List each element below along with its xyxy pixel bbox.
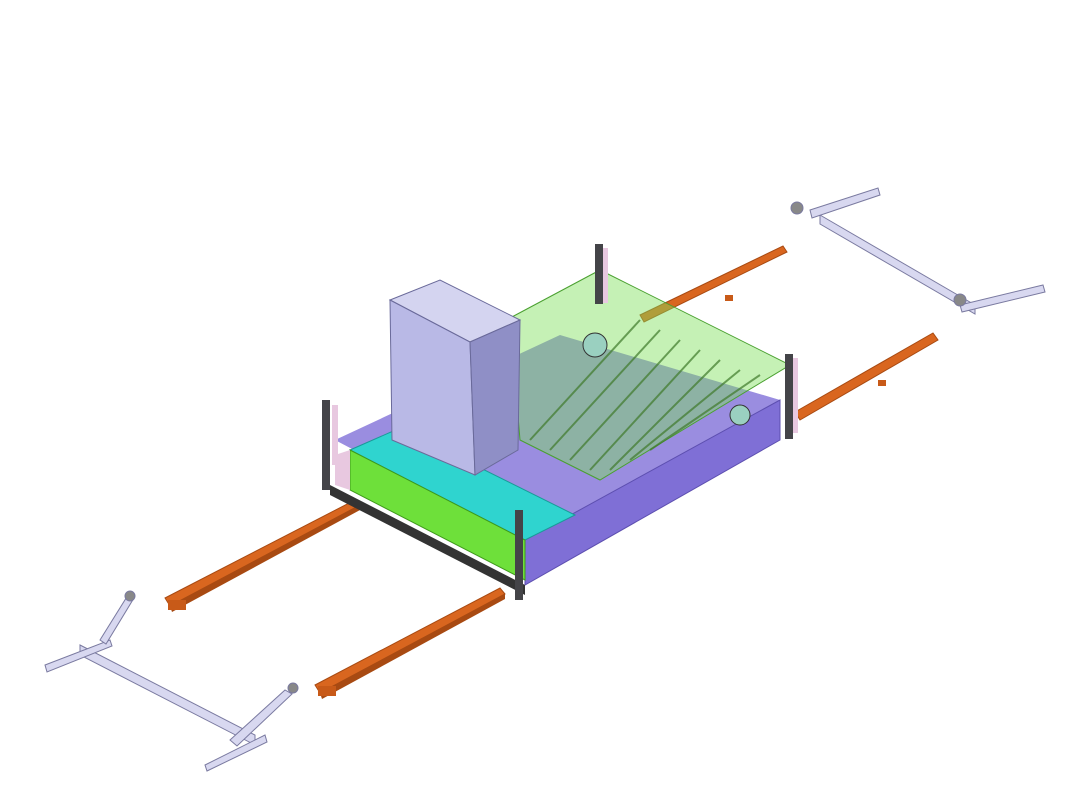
corner-posts [322,244,798,600]
rail-left-front [164,499,361,612]
stand-left [44,590,299,772]
rail-right-front [639,245,788,323]
control-cabinet [388,279,522,476]
rail-right-back [794,332,939,421]
stand-right [790,187,1046,315]
rail-left-back [314,587,506,699]
